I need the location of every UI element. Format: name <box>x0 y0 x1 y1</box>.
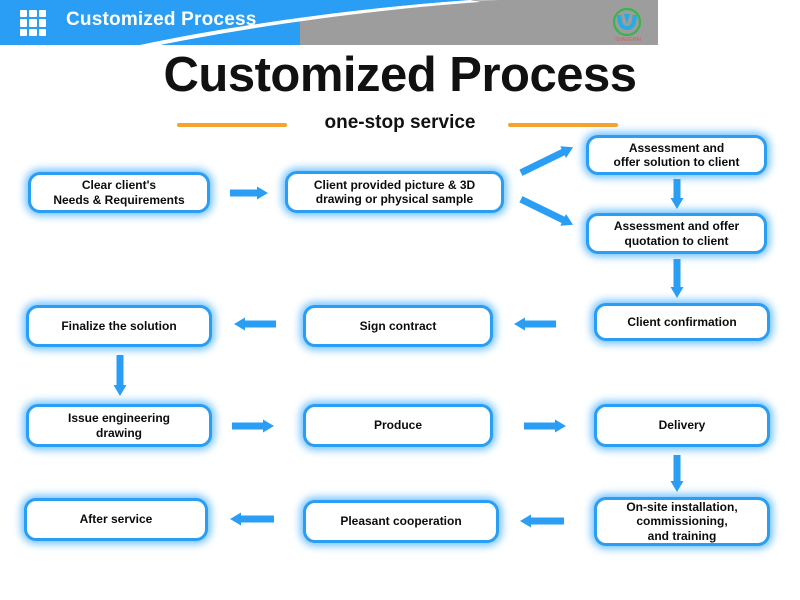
flow-node-label-line: Finalize the solution <box>61 318 177 333</box>
grid-cell <box>20 10 28 18</box>
flow-node-label-line: Client confirmation <box>627 314 737 329</box>
flow-node-label-line: and training <box>647 528 717 543</box>
flow-arrow-clear-needs-to-client-provided <box>228 182 270 204</box>
flow-node-client-confirmation[interactable]: Client confirmation <box>594 303 770 341</box>
flow-node-label-line: Assessment and <box>628 140 725 155</box>
flow-node-produce[interactable]: Produce <box>303 404 493 447</box>
grid-cell <box>38 28 46 36</box>
flow-arrow-delivery-to-onsite-installation <box>664 454 690 494</box>
grid-cell <box>38 10 46 18</box>
flow-node-label: Produce <box>374 418 422 432</box>
flow-node-label-line: drawing <box>95 425 142 440</box>
flow-node-delivery[interactable]: Delivery <box>594 404 770 447</box>
flow-arrow-sign-contract-to-finalize-solution <box>232 312 278 336</box>
grid-cell <box>20 19 28 27</box>
grid-cell <box>20 28 28 36</box>
flow-node-label: Pleasant cooperation <box>340 514 461 528</box>
flow-node-label: On-site installation,commissioning,and t… <box>626 500 737 542</box>
flow-node-sign-contract[interactable]: Sign contract <box>303 305 493 347</box>
page-title: Customized Process <box>163 48 638 102</box>
flow-node-onsite-installation[interactable]: On-site installation,commissioning,and t… <box>594 497 770 546</box>
flow-arrow-assessment-solution-to-assessment-quotation <box>664 178 690 211</box>
grid-cell <box>38 19 46 27</box>
header-background-shape <box>0 0 658 45</box>
flow-node-label-line: Issue engineering <box>67 411 171 426</box>
flow-node-label: Delivery <box>659 418 706 432</box>
flow-node-label-line: offer solution to client <box>613 155 740 169</box>
flow-node-pleasant-cooperation[interactable]: Pleasant cooperation <box>303 500 499 543</box>
svg-text:SHANGHAI: SHANGHAI <box>615 37 641 43</box>
flow-arrow-client-provided-to-assessment-quotation <box>516 192 578 232</box>
flow-node-label-line: Client provided picture & 3D <box>313 177 476 192</box>
flow-node-finalize-solution[interactable]: Finalize the solution <box>26 305 212 347</box>
flow-arrow-client-confirmation-to-sign-contract <box>512 312 558 336</box>
grid-cell <box>29 19 37 27</box>
flow-node-label-line: Clear client's <box>81 178 157 193</box>
header-bar: Customized Process SHANGHAI <box>0 0 658 45</box>
flow-arrow-assessment-quotation-to-client-confirmation <box>664 258 690 300</box>
grid-3x3-icon[interactable] <box>20 10 46 36</box>
flow-arrow-issue-drawing-to-produce <box>230 414 276 438</box>
page-subtitle: one-stop service <box>324 112 476 133</box>
subtitle-rule-right <box>508 123 618 127</box>
flow-node-label: Finalize the solution <box>61 319 176 333</box>
flow-node-label: Sign contract <box>360 319 437 333</box>
flow-node-label-line: quotation to client <box>624 233 729 248</box>
flow-arrow-pleasant-cooperation-to-after-service <box>228 506 276 532</box>
flow-arrow-client-provided-to-assessment-solution <box>516 140 578 180</box>
flow-node-label-line: Produce <box>373 418 422 433</box>
flow-node-label-line: drawing or physical sample <box>315 192 474 206</box>
flow-node-label-line: Pleasant cooperation <box>340 514 462 529</box>
subtitle-rule-left <box>177 123 287 127</box>
flow-arrow-finalize-solution-to-issue-drawing <box>107 354 133 398</box>
flow-arrow-produce-to-delivery <box>522 414 568 438</box>
flow-node-label-line: After service <box>79 512 153 527</box>
flow-arrow-onsite-installation-to-pleasant-cooperation <box>518 508 566 534</box>
flow-node-label-line: commissioning, <box>636 514 728 529</box>
flow-node-label-line: Delivery <box>658 418 706 433</box>
company-logo-icon: SHANGHAI <box>612 7 642 43</box>
flow-node-label-line: Assessment and offer <box>613 219 740 234</box>
grid-cell <box>29 28 37 36</box>
flow-node-label-line: Sign contract <box>359 318 437 333</box>
flow-node-after-service[interactable]: After service <box>24 498 208 541</box>
flow-node-label: Client confirmation <box>627 315 736 329</box>
flow-node-label: After service <box>80 512 153 526</box>
flow-node-label-line: On-site installation, <box>626 500 738 515</box>
header-title: Customized Process <box>66 9 257 30</box>
subtitle-row: one-stop service <box>0 112 800 136</box>
grid-cell <box>29 10 37 18</box>
flow-node-label-line: Needs & Requirements <box>53 192 185 207</box>
